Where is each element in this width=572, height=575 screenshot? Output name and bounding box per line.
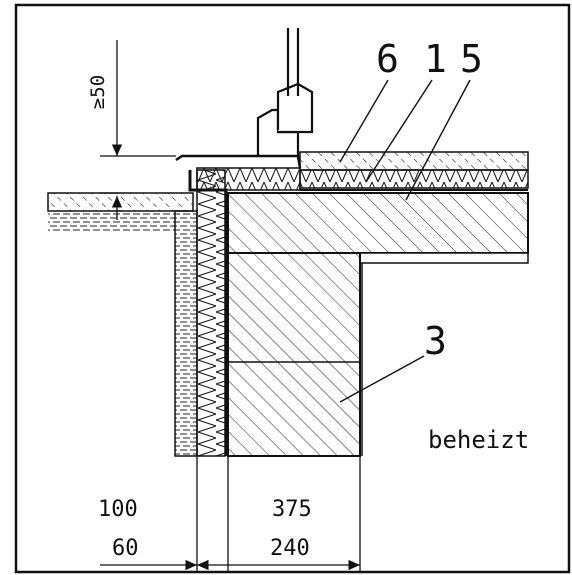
leader-3 [339,355,425,403]
callout-6: 6 [376,37,399,81]
masonry-wall [227,252,361,457]
threshold-sill [175,154,302,169]
leader-5 [405,79,471,201]
dim-row2-left: 60 [112,536,139,561]
dim-row1-left: 100 [98,497,138,522]
callout-1: 1 [424,37,447,81]
waterproofing-line [188,170,228,456]
concrete-slab [227,192,529,254]
ceiling-plaster [359,252,529,264]
room-label: beheizt [428,426,529,454]
leader-1 [365,79,433,183]
drawing-frame [14,3,571,574]
threshold-insulation [196,167,301,191]
leader-6 [339,79,389,163]
facing-brick-wall [174,210,198,457]
floor-screed [299,151,529,171]
exterior-slab [47,192,194,212]
exterior-brick-course [48,211,193,231]
door-leaf-profile [276,82,314,134]
callout-3: 3 [424,319,447,363]
dim-row2-right: 240 [270,536,310,561]
dim-row1-right: 375 [272,497,312,522]
min-height-label: ≥50 [87,75,109,109]
wall-insulation [196,169,226,457]
callout-5: 5 [460,37,483,81]
